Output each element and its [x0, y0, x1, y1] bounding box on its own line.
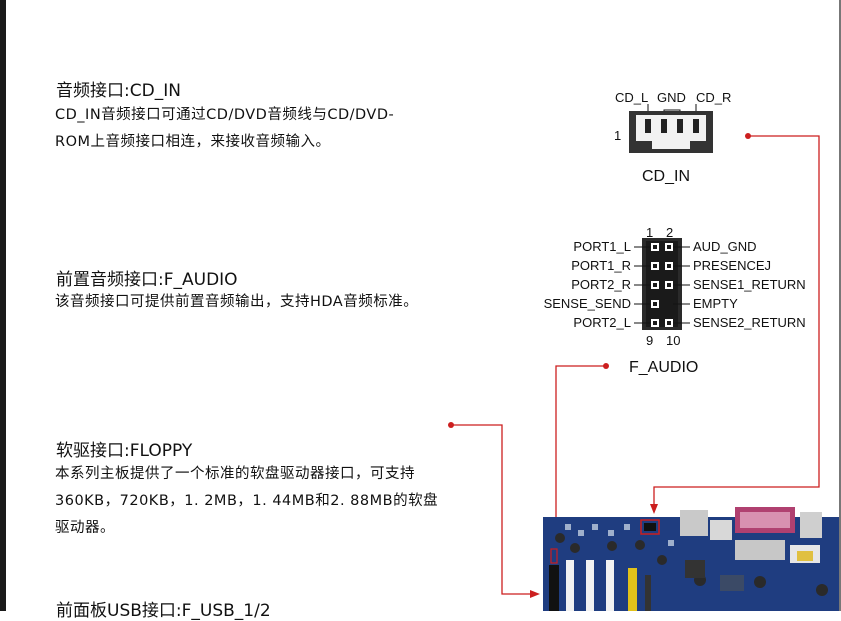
- leader-line-cd-in: [653, 135, 820, 508]
- f-audio-right-label: SENSE1_RETURN: [693, 277, 806, 292]
- leader-line-floppy: [451, 424, 532, 595]
- cd-in-pin-label: GND: [657, 90, 686, 105]
- f-audio-header-name: F_AUDIO: [629, 359, 698, 376]
- leader-dot: [448, 422, 454, 428]
- body-line: 本系列主板提供了一个标准的软盘驱动器接口，可支持: [55, 466, 415, 482]
- leader-dot: [603, 363, 609, 369]
- leader-line-f-audio: [555, 365, 606, 548]
- section-title-f-audio: 前置音频接口:F_AUDIO: [56, 270, 238, 290]
- cd-in-connector-name: CD_IN: [642, 168, 690, 185]
- section-body-f-audio: 该音频接口可提供前置音频输出，支持HDA音频标准。: [55, 289, 515, 316]
- f-audio-top-number: 1: [646, 225, 653, 240]
- leader-lines: [451, 135, 820, 595]
- body-line: 该音频接口可提供前置音频输出，支持HDA音频标准。: [55, 294, 419, 310]
- f-audio-bottom-number: 9: [646, 333, 653, 348]
- cd-in-pin1-label: 1: [614, 128, 621, 143]
- f-audio-left-label: PORT1_L: [573, 239, 631, 254]
- f-audio-right-label: SENSE2_RETURN: [693, 315, 806, 330]
- section-body-floppy: 本系列主板提供了一个标准的软盘驱动器接口，可支持 360KB，720KB，1. …: [55, 461, 515, 542]
- leader-arrowhead: [650, 504, 658, 514]
- f-audio-left-label: SENSE_SEND: [544, 296, 631, 311]
- f-audio-left-label: PORT2_R: [571, 277, 631, 292]
- body-line: 360KB，720KB，1. 2MB，1. 44MB和2. 88MB的软盘: [55, 493, 439, 509]
- cd-in-connector-diagram: CD_L GND CD_R 1 CD_IN: [614, 90, 731, 185]
- page-right-border: [839, 0, 841, 611]
- motherboard-image: [543, 507, 839, 611]
- leader-arrowhead: [530, 590, 540, 598]
- body-line: ROM上音频接口相连，来接收音频输入。: [55, 134, 331, 150]
- body-line: CD_IN音频接口可通过CD/DVD音频线与CD/DVD-: [55, 107, 395, 123]
- f-audio-right-label: AUD_GND: [693, 239, 757, 254]
- body-line: 驱动器。: [55, 520, 115, 536]
- f-audio-top-number: 2: [666, 225, 673, 240]
- f-audio-header-diagram: 1 2: [544, 225, 806, 376]
- section-title-cd-in: 音频接口:CD_IN: [56, 81, 181, 101]
- f-audio-left-label: PORT2_L: [573, 315, 631, 330]
- cd-in-pin-label: CD_L: [615, 90, 648, 105]
- section-title-floppy: 软驱接口:FLOPPY: [56, 441, 193, 461]
- f-audio-left-label: PORT1_R: [571, 258, 631, 273]
- page-left-border: [0, 0, 6, 611]
- f-audio-bottom-number: 10: [666, 333, 680, 348]
- cd-in-pin-label: CD_R: [696, 90, 731, 105]
- f-audio-right-label: PRESENCEJ: [693, 258, 771, 273]
- f-audio-right-label: EMPTY: [693, 296, 738, 311]
- leader-dot: [745, 133, 751, 139]
- section-body-cd-in: CD_IN音频接口可通过CD/DVD音频线与CD/DVD- ROM上音频接口相连…: [55, 102, 515, 156]
